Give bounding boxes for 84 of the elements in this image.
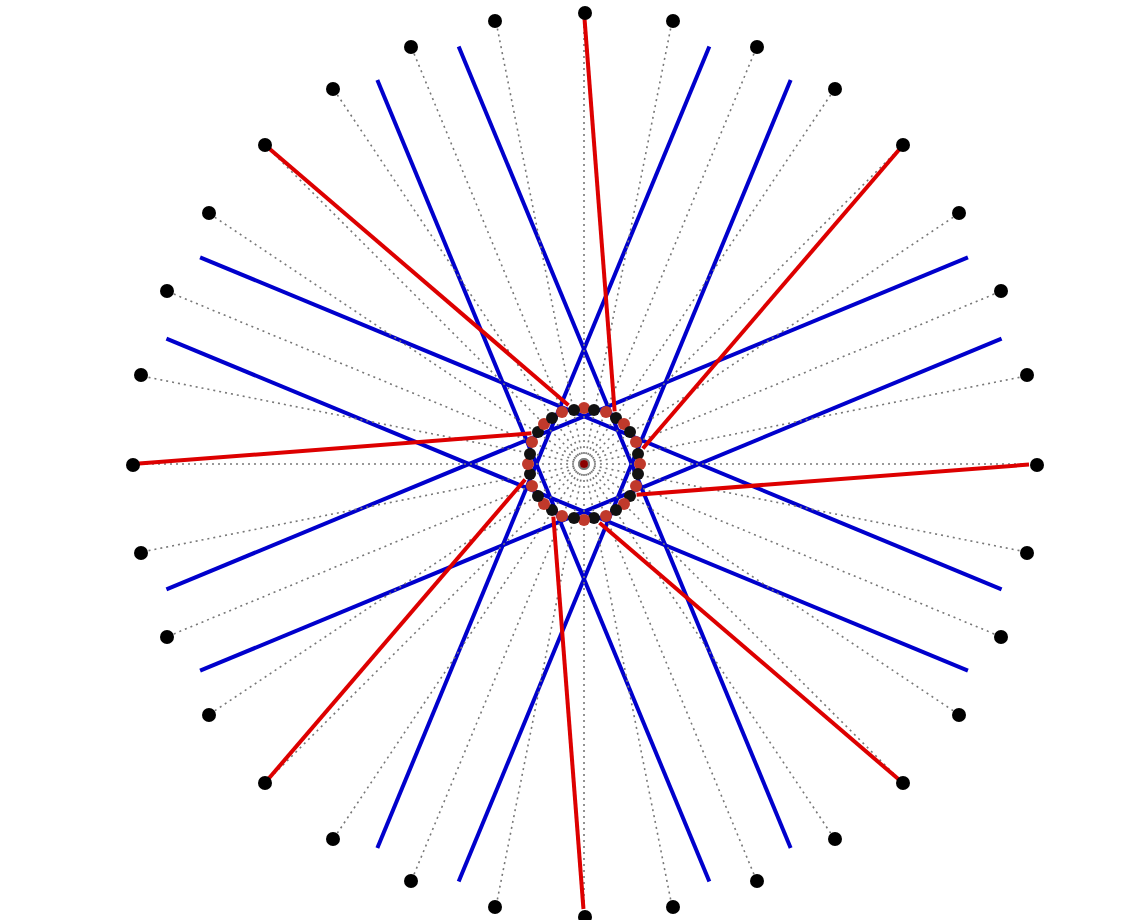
point-dot — [404, 874, 418, 889]
point-dot — [952, 205, 967, 220]
point-dot — [1020, 545, 1035, 560]
point-dot — [159, 284, 174, 298]
point-dot — [257, 137, 272, 152]
connector-line — [636, 462, 1030, 497]
point-dot — [577, 5, 591, 19]
dotted-spoke — [213, 215, 582, 463]
point-dot — [488, 13, 503, 28]
connector-line — [582, 18, 617, 412]
point-dot — [994, 629, 1009, 644]
point-dot — [125, 457, 139, 471]
point-dot — [632, 447, 645, 460]
point-dot — [325, 832, 340, 847]
dotted-spoke — [586, 464, 996, 636]
dotted-spoke — [335, 466, 583, 835]
dotted-spoke — [586, 465, 955, 713]
point-dot — [556, 509, 569, 522]
point-dot — [257, 776, 272, 791]
dotted-spoke — [585, 93, 833, 462]
point-dot — [404, 39, 418, 54]
point-dot — [599, 406, 612, 419]
connector-line — [268, 147, 570, 407]
dotted-spoke — [335, 93, 583, 462]
point-dot — [159, 629, 174, 644]
point-dot — [624, 426, 637, 439]
point-dot — [749, 874, 764, 889]
point-dot — [952, 708, 967, 723]
dotted-spoke — [584, 466, 756, 876]
point-dot — [1029, 457, 1043, 471]
point-dot — [588, 403, 601, 416]
point-dot — [665, 13, 680, 28]
dotted-spoke — [587, 463, 1022, 552]
point-dot — [526, 479, 539, 492]
dotted-spoke — [586, 215, 955, 463]
dotted-spoke — [496, 467, 584, 902]
point-dot — [133, 545, 148, 560]
dotted-spoke — [412, 466, 584, 876]
point-dot — [325, 81, 340, 96]
dotted-spoke — [146, 376, 581, 465]
point-dot — [567, 512, 580, 525]
point-dot — [531, 489, 544, 502]
dotted-spoke — [587, 376, 1022, 465]
dotted-spoke — [412, 52, 584, 462]
point-dot — [896, 137, 911, 152]
point-dot — [994, 284, 1009, 298]
point-dot — [522, 458, 534, 470]
point-dot — [578, 402, 590, 414]
point-dot — [523, 447, 536, 460]
point-dot — [828, 832, 843, 847]
point-dot — [609, 504, 622, 517]
connector-line — [267, 478, 527, 780]
point-dot — [665, 900, 680, 915]
point-dot — [629, 436, 642, 449]
point-dot — [749, 39, 764, 54]
dotted-spoke — [146, 463, 581, 552]
dotted-spoke — [584, 467, 672, 902]
point-dot — [896, 776, 911, 791]
dotted-spoke — [584, 26, 672, 461]
dotted-spoke — [586, 292, 996, 464]
centre-point — [580, 460, 588, 468]
point-dot — [526, 436, 539, 449]
connector-line — [598, 521, 900, 781]
point-dot — [629, 479, 642, 492]
dotted-spoke — [172, 292, 582, 464]
connector-line — [138, 431, 532, 466]
point-dot — [546, 411, 559, 424]
connector-line — [641, 148, 901, 450]
point-dot — [201, 205, 216, 220]
dotted-spoke — [584, 52, 756, 462]
point-dot — [556, 406, 569, 419]
point-dot — [133, 368, 148, 383]
point-dot — [828, 81, 843, 96]
point-dot — [634, 458, 646, 470]
dotted-spoke — [585, 466, 833, 835]
dotted-spoke — [172, 464, 582, 636]
point-dot — [488, 900, 503, 915]
point-dot — [201, 708, 216, 723]
connector-line — [551, 516, 586, 910]
dotted-spoke — [213, 465, 582, 713]
point-dot — [1020, 368, 1035, 383]
point-dot — [599, 509, 612, 522]
point-dot — [577, 909, 591, 920]
dotted-spoke — [496, 26, 584, 461]
